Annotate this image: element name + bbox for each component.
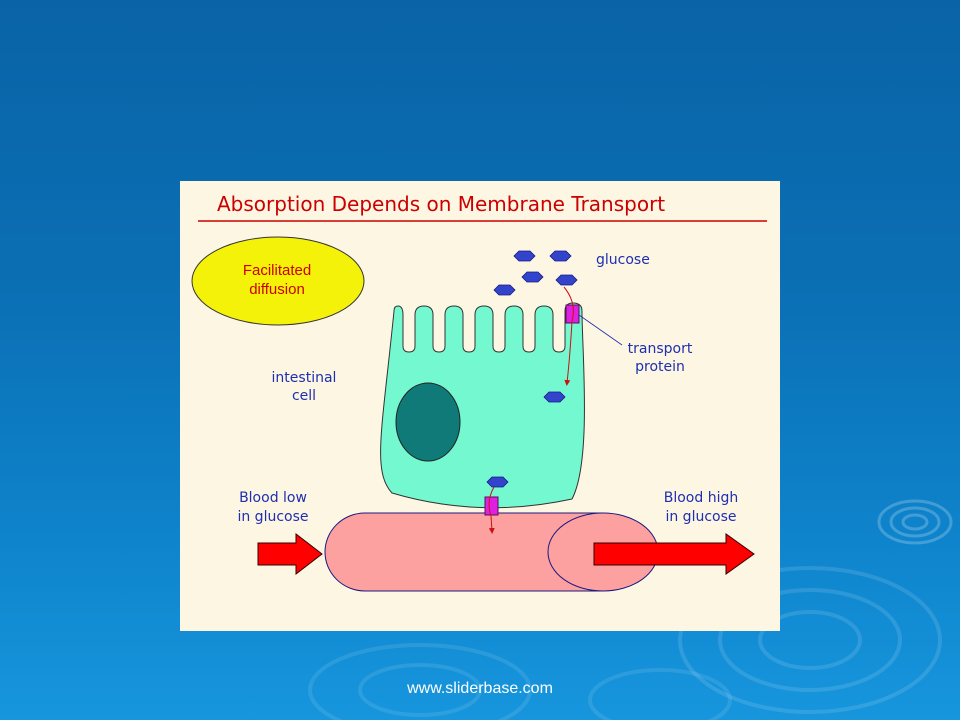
diagram-title: Absorption Depends on Membrane Transport — [217, 192, 665, 216]
blood-high-label-line2: in glucose — [665, 509, 736, 525]
glucose-molecule — [555, 274, 578, 286]
blood-flow-arrow-out — [593, 533, 755, 575]
glucose-molecule — [513, 250, 536, 262]
glucose-molecule — [486, 476, 509, 488]
footer-url[interactable]: www.sliderbase.com — [407, 680, 553, 697]
blood-high-label-line1: Blood high — [664, 490, 738, 506]
intestinal-cell-label-line1: intestinal — [272, 370, 337, 386]
glucose-path-arrow — [488, 486, 495, 534]
transport-protein-basal — [484, 496, 499, 516]
blood-flow-arrow-in — [257, 532, 323, 576]
diagram-panel: Absorption Depends on Membrane Transport… — [180, 181, 780, 631]
process-label-line1: Facilitated — [243, 262, 311, 279]
membrane-transport-diagram: Absorption Depends on Membrane Transport… — [191, 192, 767, 592]
glucose-path-arrow — [563, 286, 574, 386]
glucose-molecule — [543, 391, 566, 403]
blood-low-label-line1: Blood low — [239, 490, 307, 506]
glucose-molecule — [521, 271, 544, 283]
glucose-label: glucose — [596, 252, 650, 268]
blood-vessel — [324, 512, 659, 592]
transport-protein-label-line2: protein — [635, 359, 685, 375]
intestinal-cell-label-line2: cell — [292, 388, 316, 404]
glucose-molecule — [493, 284, 516, 296]
transport-protein-leader — [578, 314, 623, 346]
process-ellipse — [191, 236, 365, 326]
process-label-line2: diffusion — [249, 281, 305, 298]
blood-low-label-line2: in glucose — [237, 509, 308, 525]
glucose-molecules — [486, 250, 578, 488]
blood-vessel-opening — [547, 512, 604, 592]
transport-protein-label-line1: transport — [628, 341, 693, 357]
cell-nucleus — [395, 382, 461, 462]
glucose-molecule — [549, 250, 572, 262]
